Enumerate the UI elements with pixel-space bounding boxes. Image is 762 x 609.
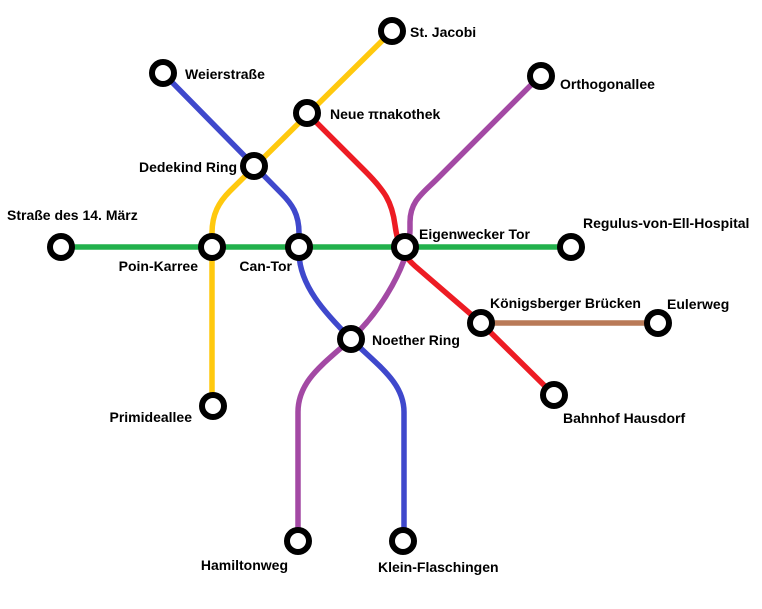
station-marker-st-jacobi [378, 17, 406, 45]
station-label-koenigsberger-bruecken: Königsberger Brücken [490, 295, 641, 311]
station-label-strasse-des-14-maerz: Straße des 14. März [7, 207, 138, 223]
line-purple [295, 73, 543, 541]
line-red [305, 111, 556, 397]
station-marker-can-tor [285, 233, 313, 261]
station-marker-koenigsberger-bruecken [467, 309, 495, 337]
station-marker-bahnhof-hausdorf [540, 381, 568, 409]
station-label-hamiltonweg: Hamiltonweg [201, 557, 288, 573]
station-label-eulerweg: Eulerweg [667, 296, 729, 312]
station-label-can-tor: Can-Tor [239, 258, 292, 274]
station-label-neue-pinakothek: Neue πnakothek [330, 106, 441, 122]
line-yellow [209, 29, 394, 406]
station-label-primideallee: Primideallee [110, 409, 193, 425]
station-label-eigenwecker-tor: Eigenwecker Tor [419, 226, 531, 242]
station-label-regulus-von-ell-hospital: Regulus-von-Ell-Hospital [583, 215, 749, 231]
station-marker-poin-karree [198, 233, 226, 261]
station-label-bahnhof-hausdorf: Bahnhof Hausdorf [563, 410, 685, 426]
station-label-orthogonallee: Orthogonallee [560, 76, 655, 92]
station-label-weierstrasse: Weierstraße [185, 66, 265, 82]
station-marker-hamiltonweg [284, 527, 312, 555]
station-marker-dedekind-ring [240, 152, 268, 180]
station-marker-neue-pinakothek [293, 99, 321, 127]
station-label-noether-ring: Noether Ring [372, 332, 460, 348]
station-label-poin-karree: Poin-Karree [119, 258, 199, 274]
station-marker-strasse-des-14-maerz [47, 233, 75, 261]
station-marker-orthogonallee [527, 62, 555, 90]
station-label-klein-flaschingen: Klein-Flaschingen [378, 559, 499, 575]
station-marker-eulerweg [644, 309, 672, 337]
metro-lines-layer [61, 29, 658, 541]
station-marker-primideallee [199, 392, 227, 420]
station-marker-weierstrasse [149, 59, 177, 87]
line-blue [161, 71, 407, 541]
station-marker-regulus-von-ell-hospital [557, 233, 585, 261]
station-label-dedekind-ring: Dedekind Ring [139, 159, 237, 175]
station-marker-noether-ring [337, 325, 365, 353]
station-marker-klein-flaschingen [389, 527, 417, 555]
metro-stations-layer [47, 17, 672, 555]
station-label-st-jacobi: St. Jacobi [410, 24, 476, 40]
station-marker-eigenwecker-tor [391, 233, 419, 261]
